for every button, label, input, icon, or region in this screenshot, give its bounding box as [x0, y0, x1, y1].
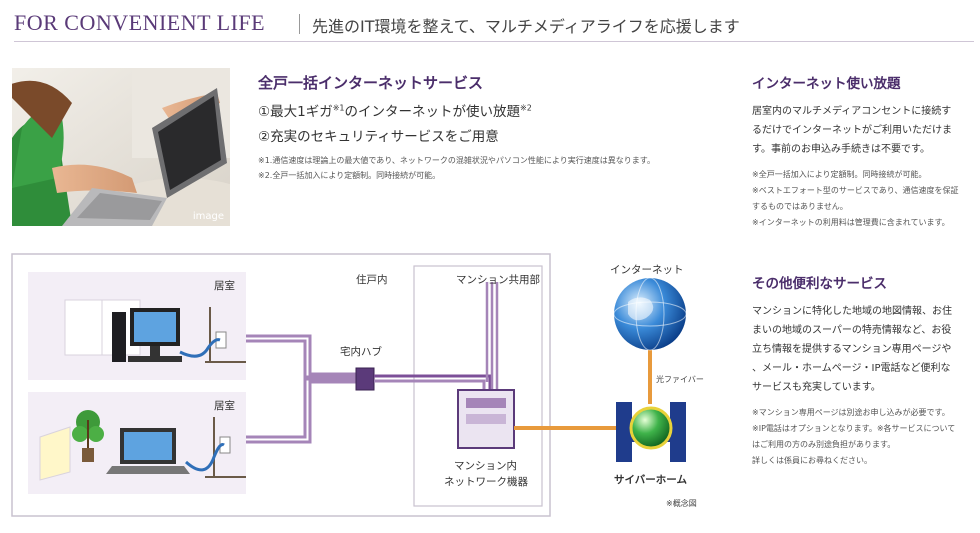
laptop-photo-image	[12, 68, 230, 226]
other-services-note: ※マンション専用ページは別途お申し込みが必要です。	[752, 408, 950, 417]
other-services-body-line: マンションに特化した地域の地図情報、お住	[752, 306, 952, 317]
other-services-note: はご利用の方のみ別途負担があります。	[752, 440, 896, 449]
other-services-note: 詳しくは係員にお尋ねください。	[752, 456, 872, 465]
feature-gigabit: ①最大1ギガ※1のインターネットが使い放題※2	[258, 100, 532, 121]
cyberhome-logo	[616, 402, 632, 462]
home-hub	[355, 367, 375, 391]
unlimited-note: ※全戸一括加入により定額制。同時接続が可能。	[752, 170, 927, 179]
other-services-note: ※IP電話はオプションとなります。※各サービスについて	[752, 424, 956, 433]
other-services-body: マンションに特化した地域の地図情報、お住 まいの地域のスーパーの特売情報など、お…	[752, 302, 974, 397]
service-note-2: ※2.全戸一括加入により定額制。同時接続が可能。	[258, 171, 441, 180]
common-area-boundary	[413, 265, 543, 507]
feature-security: ②充実のセキュリティサービスをご用意	[258, 129, 499, 145]
other-services-notes: ※マンション専用ページは別途お申し込みが必要です。 ※IP電話はオプションとなり…	[752, 405, 974, 469]
cyberhome-label: サイバーホーム	[614, 474, 687, 486]
network-diagram: 住戸内 居室 居室 宅内ハブ マンション共用部 マンション内 ネットワーク機器 …	[10, 252, 728, 518]
service-note-1: ※1.通信速度は理論上の最大値であり、ネットワークの混雑状況やパソコン性能により…	[258, 156, 655, 165]
header-japanese-subtitle: 先進のIT環境を整えて、マルチメディアライフを応援します	[312, 17, 740, 36]
unlimited-body-line: るだけでインターネットがご利用いただけま	[752, 125, 952, 136]
concept-note: ※概念図	[666, 499, 697, 508]
unlimited-body: 居室内のマルチメディアコンセントに接続す るだけでインターネットがご利用いただけ…	[752, 102, 974, 159]
unlimited-note: ※ベストエフォート型のサービスであり、通信速度を保証	[752, 186, 959, 195]
other-services-section: その他便利なサービス マンションに特化した地域の地図情報、お住 まいの地域のスー…	[752, 272, 974, 469]
other-services-body-line: 立ち情報を提供するマンション専用ページや	[752, 344, 952, 355]
header-english-title: FOR CONVENIENT LIFE	[14, 10, 266, 35]
feature-gigabit-mark-2: ※2	[520, 103, 532, 113]
unlimited-note: するものではありません。	[752, 202, 848, 211]
other-services-body-line: 、メール・ホームページ・IP電話など便利な	[752, 363, 951, 374]
unit-label: 住戸内	[356, 274, 388, 286]
desktop-tower	[112, 312, 126, 362]
unlimited-note: ※インターネットの利用料は管理費に含まれています。	[752, 218, 950, 227]
room-1-label: 居室	[214, 280, 235, 292]
other-services-body-line: サービスも充実しています。	[752, 382, 881, 393]
other-services-title: その他便利なサービス	[752, 276, 887, 292]
other-services-body-line: まいの地域のスーパーの特売情報など、お役	[752, 325, 952, 336]
service-title: 全戸一括インターネットサービス	[258, 74, 484, 92]
photo-caption: image	[192, 211, 224, 222]
unlimited-body-line: す。事前のお申込み手続きは不要です。	[752, 144, 930, 155]
equipment-label-line-1: マンション内	[454, 460, 517, 472]
unlimited-body-line: 居室内のマルチメディアコンセントに接続す	[752, 106, 952, 117]
header-divider	[299, 14, 300, 34]
equipment-label-line-2: ネットワーク機器	[444, 476, 528, 488]
network-diagram-graphic	[11, 253, 687, 517]
hub-label: 宅内ハブ	[340, 346, 382, 358]
common-area-label: マンション共用部	[456, 274, 540, 286]
internet-label: インターネット	[610, 264, 684, 276]
room-2-label: 居室	[214, 400, 235, 412]
page-header: FOR CONVENIENT LIFE 先進のIT環境を整えて、マルチメディアラ…	[14, 8, 974, 42]
fiber-label: 光ファイバー	[656, 375, 704, 384]
unlimited-notes: ※全戸一括加入により定額制。同時接続が可能。 ※ベストエフォート型のサービスであ…	[752, 167, 974, 231]
feature-gigabit-mid: のインターネットが使い放題	[344, 104, 521, 120]
unlimited-title: インターネット使い放題	[752, 76, 901, 92]
laptop-photo: image	[12, 68, 230, 226]
unlimited-section: インターネット使い放題 居室内のマルチメディアコンセントに接続す るだけでインタ…	[752, 72, 974, 231]
feature-gigabit-mark-1: ※1	[332, 103, 345, 113]
laptop-base	[106, 466, 190, 474]
feature-gigabit-prefix: ①最大1ギガ	[258, 104, 333, 120]
